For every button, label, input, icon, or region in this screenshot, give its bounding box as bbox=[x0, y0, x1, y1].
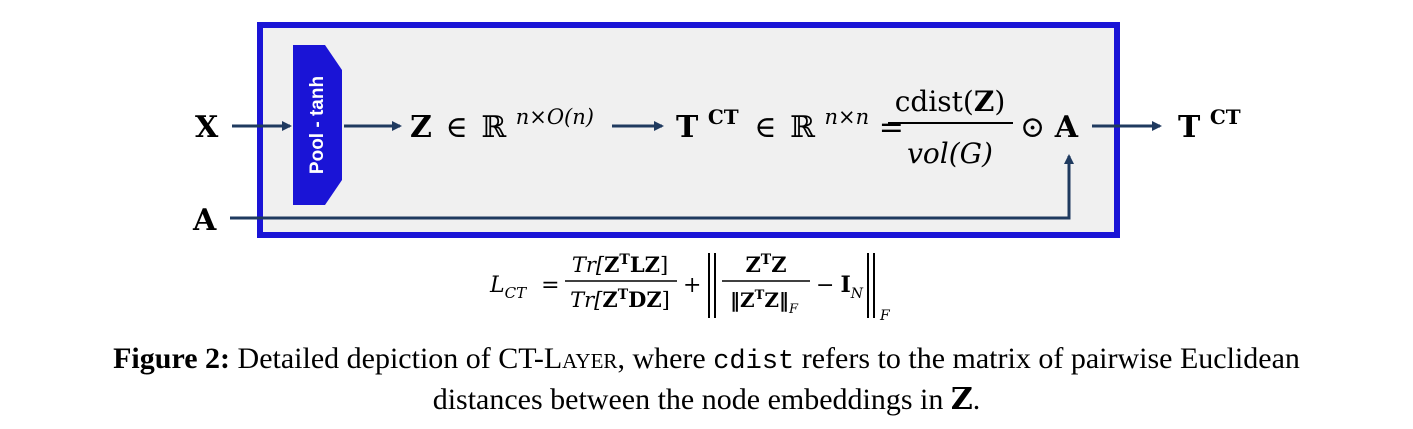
loss-frac1-den: Tr[ZTDZ] bbox=[570, 287, 670, 312]
loss-minus-identity: −IN bbox=[816, 272, 864, 302]
input-x: X bbox=[195, 110, 219, 145]
caption-label: Figure 2: bbox=[113, 342, 231, 375]
caption-layer: Layer bbox=[543, 342, 618, 375]
hadamard-a: ⊙ A bbox=[1020, 110, 1079, 145]
loss-plus: + bbox=[683, 273, 701, 298]
loss-frac2-num: ZTZ bbox=[745, 252, 786, 277]
ct-layer-diagram: Pool - tanh X Z ∈ ℝ n×O(n) T CT ∈ ℝ n×n … bbox=[192, 22, 1241, 324]
loss-equation: LCT = Tr[ZTLZ] Tr[ZTDZ] + ZTZ ‖ZTZ‖F −IN… bbox=[489, 252, 891, 324]
caption-text-1: Detailed depiction of CT- bbox=[230, 342, 544, 375]
input-a: A bbox=[192, 203, 217, 238]
caption-end: . bbox=[972, 383, 981, 416]
z-expression: Z ∈ ℝ n×O(n) bbox=[410, 105, 594, 145]
caption-text-3: refers to the matrix of pairwise Euclide… bbox=[794, 342, 1300, 375]
t-expression: T CT ∈ ℝ n×n = bbox=[676, 97, 904, 145]
caption-code: cdist bbox=[713, 347, 795, 377]
t-numerator: cdist(Z) bbox=[895, 85, 1006, 118]
output-t: T CT bbox=[1178, 105, 1241, 145]
figure-caption: Figure 2: Detailed depiction of CT-Layer… bbox=[0, 340, 1413, 419]
caption-line-1: Figure 2: Detailed depiction of CT-Layer… bbox=[0, 340, 1413, 381]
caption-z: Z bbox=[950, 382, 973, 417]
caption-line-2: distances between the node embeddings in… bbox=[0, 381, 1413, 419]
loss-frac1-num: Tr[ZTLZ] bbox=[572, 252, 668, 277]
ct-layer-box bbox=[257, 22, 1120, 238]
arrow-a-to-hadamard bbox=[230, 154, 1074, 220]
norm-subscript: F bbox=[879, 308, 891, 324]
pool-tanh-label: Pool - tanh bbox=[307, 76, 328, 174]
loss-frac2-den: ‖ZTZ‖F bbox=[730, 288, 799, 317]
t-denominator: vol(G) bbox=[907, 137, 993, 170]
caption-line2-text: distances between the node embeddings in bbox=[432, 383, 951, 416]
caption-text-2: , where bbox=[617, 342, 714, 375]
pool-tanh-block bbox=[293, 45, 342, 205]
loss-lhs: LCT = bbox=[489, 273, 560, 304]
